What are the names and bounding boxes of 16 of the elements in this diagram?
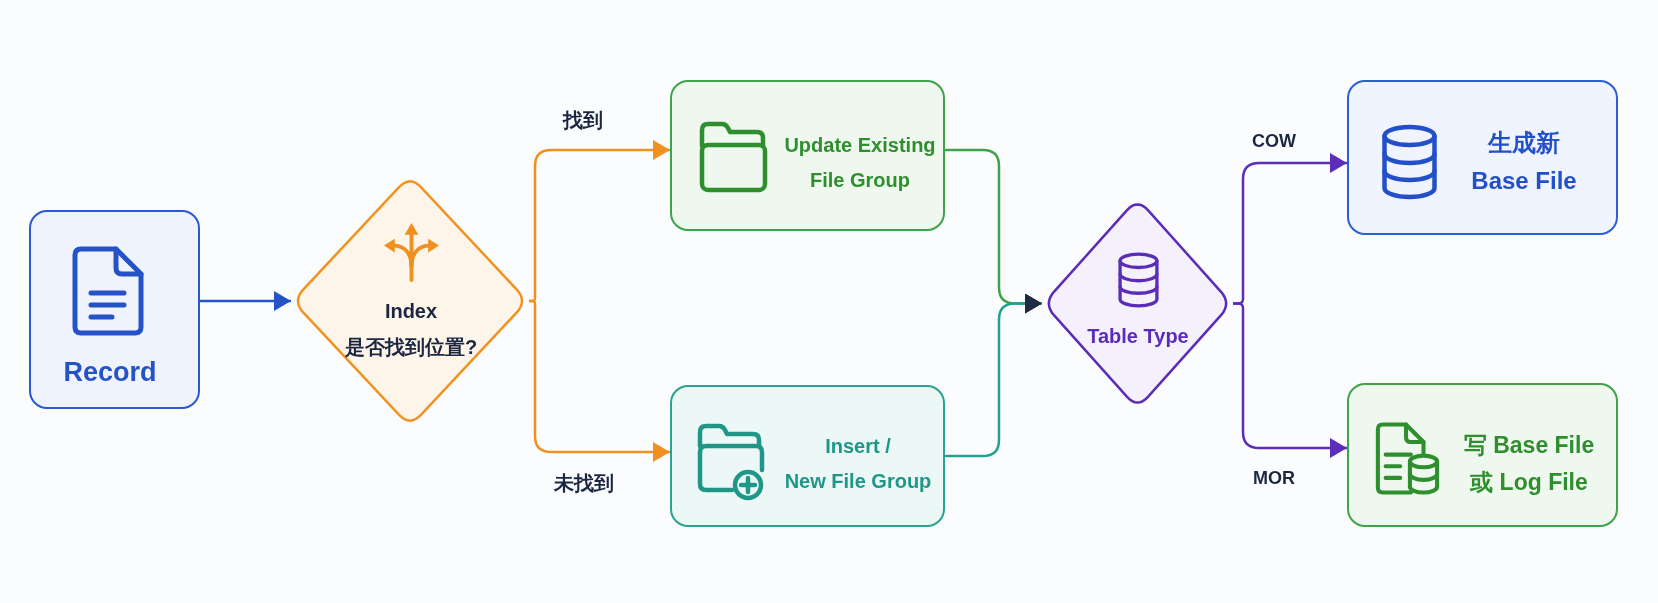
- node-label: Record: [63, 355, 157, 389]
- process-box: [670, 80, 945, 231]
- node-label: Insert / New File Group: [784, 434, 932, 494]
- process-box: [1347, 383, 1618, 527]
- process-box: [1347, 80, 1618, 235]
- node-label: 生成新 Base File: [1471, 127, 1577, 196]
- node-label: Table Type: [1087, 324, 1189, 348]
- process-box: [670, 385, 945, 527]
- arrow: [200, 291, 291, 311]
- node-label: Index 是否找到位置?: [344, 299, 478, 360]
- arrow: [945, 293, 1042, 458]
- process-box: [29, 210, 200, 409]
- arrow: [529, 299, 670, 462]
- node-label: Update Existing File Group: [784, 133, 936, 193]
- node-label: 写 Base File 或 Log File: [1463, 431, 1595, 497]
- arrow: [1233, 302, 1347, 458]
